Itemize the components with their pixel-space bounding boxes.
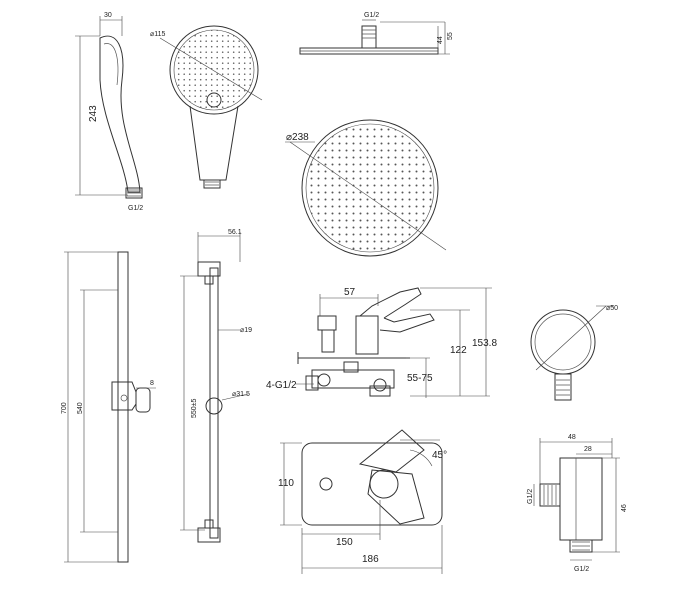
head-thread-label: G1/2	[364, 12, 379, 19]
mixer-inlets-label: 4-G1/2	[266, 380, 297, 391]
rail-adjust-label: 550±5	[191, 398, 198, 418]
hand-thread-label: G1/2	[128, 205, 143, 212]
mixer-110-label: 110	[278, 478, 294, 489]
mixer-122-label: 122	[450, 345, 467, 356]
head-diameter-label: ⌀238	[286, 132, 309, 143]
overhead-shower-front-view: ⌀238	[285, 119, 447, 257]
elbow-28-label: 28	[584, 446, 592, 453]
mixer-1538-label: 153.8	[472, 338, 497, 349]
rail-tube-label: ⌀19	[240, 327, 252, 334]
elbow-diameter-label: ⌀50	[606, 305, 618, 312]
rail-mid-label: 540	[77, 402, 84, 414]
mixer-150-label: 150	[336, 537, 353, 548]
rail-offset-label: 56.1	[228, 229, 242, 236]
hand-diameter-label: ⌀115	[150, 31, 165, 38]
elbow-side-thread-label: G1/2	[527, 489, 534, 504]
rail-front-view: 700 540 8	[61, 251, 156, 563]
overhead-shower-side-view: 44 55 G1/2	[299, 12, 454, 55]
mixer-186-label: 186	[362, 554, 379, 565]
hand-width-label: 30	[104, 12, 112, 19]
rail-knob-label: ⌀31.5	[232, 391, 250, 398]
mixer-5575-label: 55-75	[407, 373, 433, 384]
rail-side-view: 56.1 550±5 ⌀19 ⌀31.5	[180, 229, 252, 543]
mixer-front-view: 45° 150 186 110	[278, 429, 447, 574]
elbow-height-label: 46	[621, 504, 628, 512]
elbow-bottom-thread-label: G1/2	[574, 566, 589, 573]
mixer-side-view: 57 122 153.8 55-75 4-G1/2	[266, 287, 497, 398]
head-height-total-label: 55	[447, 32, 454, 40]
rail-total-label: 700	[61, 402, 68, 414]
hand-shower-side-view: 30 243 G1/2	[75, 12, 143, 212]
head-height-label: 44	[437, 36, 444, 44]
elbow-48-label: 48	[568, 434, 576, 441]
hand-shower-front-view: ⌀115	[150, 25, 263, 189]
mixer-57-label: 57	[344, 287, 356, 298]
rail-holder-label: 8	[150, 380, 154, 387]
hand-length-label: 243	[88, 105, 99, 122]
wall-elbow-front-view: ⌀50	[530, 305, 618, 401]
wall-elbow-side-view: 48 28 46 G1/2 G1/2	[527, 434, 628, 573]
mixer-angle-label: 45°	[432, 450, 447, 461]
